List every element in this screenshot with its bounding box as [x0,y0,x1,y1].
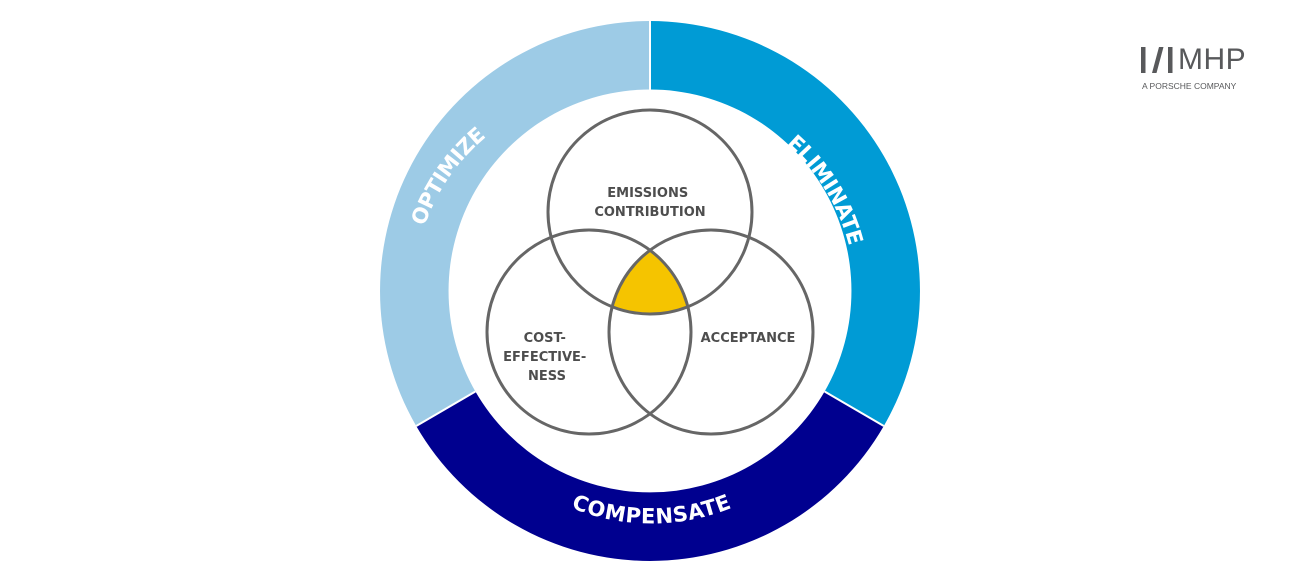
venn-circle-emissions [546,108,754,316]
venn-circle-cost-effectiveness [485,228,693,436]
venn-label-acceptance: ACCEPTANCE [701,331,796,346]
ring-segment-optimize [380,21,650,426]
mhp-wordmark: MHP [1178,43,1247,76]
ring-segment-eliminate [650,21,920,426]
venn-label-emissions: EMISSIONS CONTRIBUTION [594,186,705,220]
venn-label-cost-effectiveness: COST- EFFECTIVE- NESS [503,331,591,384]
venn-intersection-highlight [609,230,691,314]
venn-circle-acceptance [607,228,815,436]
mhp-tagline: A PORSCHE COMPANY [1142,81,1237,91]
venn-diagram: EMISSIONS CONTRIBUTION COST- EFFECTIVE- … [485,108,815,436]
ring-segment-compensate [416,391,884,561]
strategy-ring: ELIMINATE OPTIMIZE COMPENSATE [380,21,920,561]
mhp-logo: MHP A PORSCHE COMPANY [1141,44,1261,98]
mhp-slash-mark-icon [1141,47,1173,73]
